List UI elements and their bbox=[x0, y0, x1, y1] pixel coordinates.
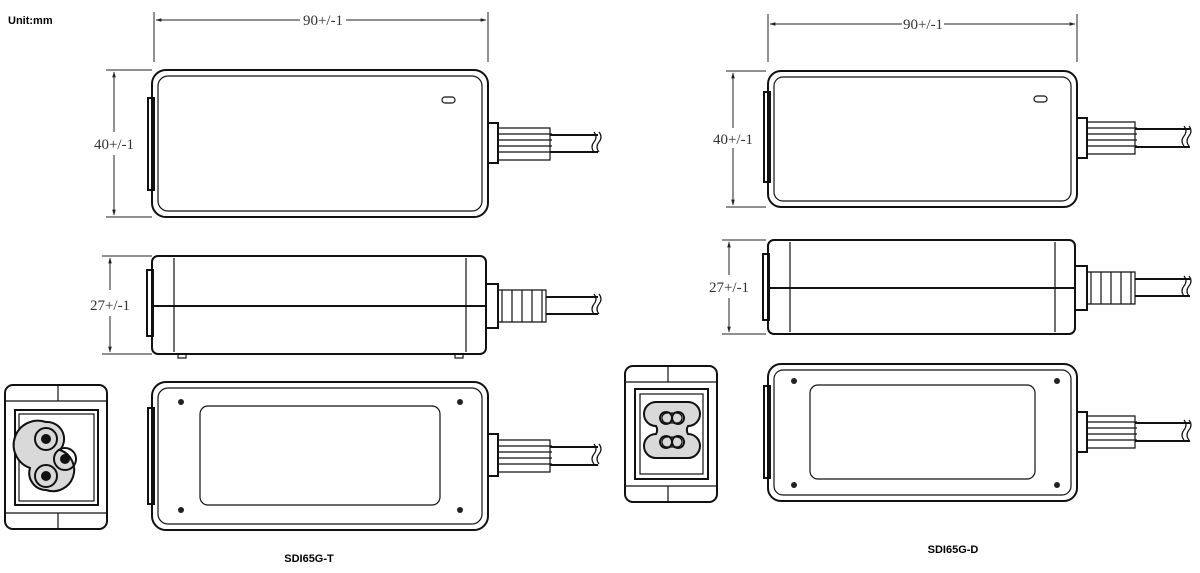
model-t-drawing: 90+/-1 40+/-1 bbox=[4, 12, 602, 565]
length-dimension-t: 90+/-1 bbox=[153, 12, 489, 62]
bottom-view-d bbox=[763, 363, 1192, 502]
top-view-t bbox=[147, 69, 602, 218]
strain-relief-top-d bbox=[1076, 117, 1192, 159]
side-view-d bbox=[762, 239, 1192, 335]
strain-relief-top-t bbox=[487, 122, 602, 164]
height-dim-text-t: 27+/-1 bbox=[90, 298, 130, 314]
width-dimension-t: 40+/-1 bbox=[94, 69, 152, 218]
strain-relief-side-d bbox=[1074, 265, 1192, 311]
top-view-d bbox=[763, 70, 1192, 208]
unit-label: Unit:mm bbox=[8, 15, 53, 27]
height-dimension-d: 27+/-1 bbox=[709, 239, 766, 335]
height-dimension-t: 27+/-1 bbox=[90, 255, 152, 355]
model-d-drawing: 90+/-1 40+/-1 bbox=[624, 14, 1192, 556]
width-dim-text-t: 40+/-1 bbox=[94, 137, 134, 153]
length-dimension-d: 90+/-1 bbox=[767, 14, 1078, 62]
width-dimension-d: 40+/-1 bbox=[713, 70, 766, 208]
side-view-t bbox=[146, 255, 602, 359]
bottom-view-t bbox=[147, 381, 602, 531]
width-dim-text-d: 40+/-1 bbox=[713, 132, 753, 148]
length-dim-text-d: 90+/-1 bbox=[903, 17, 943, 33]
strain-relief-bottom-t bbox=[487, 433, 602, 477]
strain-relief-side-t bbox=[485, 283, 602, 329]
length-dim-text-t: 90+/-1 bbox=[303, 13, 343, 29]
end-view-2pin-inlet bbox=[624, 365, 718, 503]
height-dim-text-d: 27+/-1 bbox=[709, 280, 749, 296]
model-name-d: SDI65G-D bbox=[928, 544, 979, 556]
model-name-t: SDI65G-T bbox=[284, 553, 334, 565]
end-view-3pin-inlet bbox=[4, 384, 108, 530]
strain-relief-bottom-d bbox=[1076, 411, 1192, 453]
